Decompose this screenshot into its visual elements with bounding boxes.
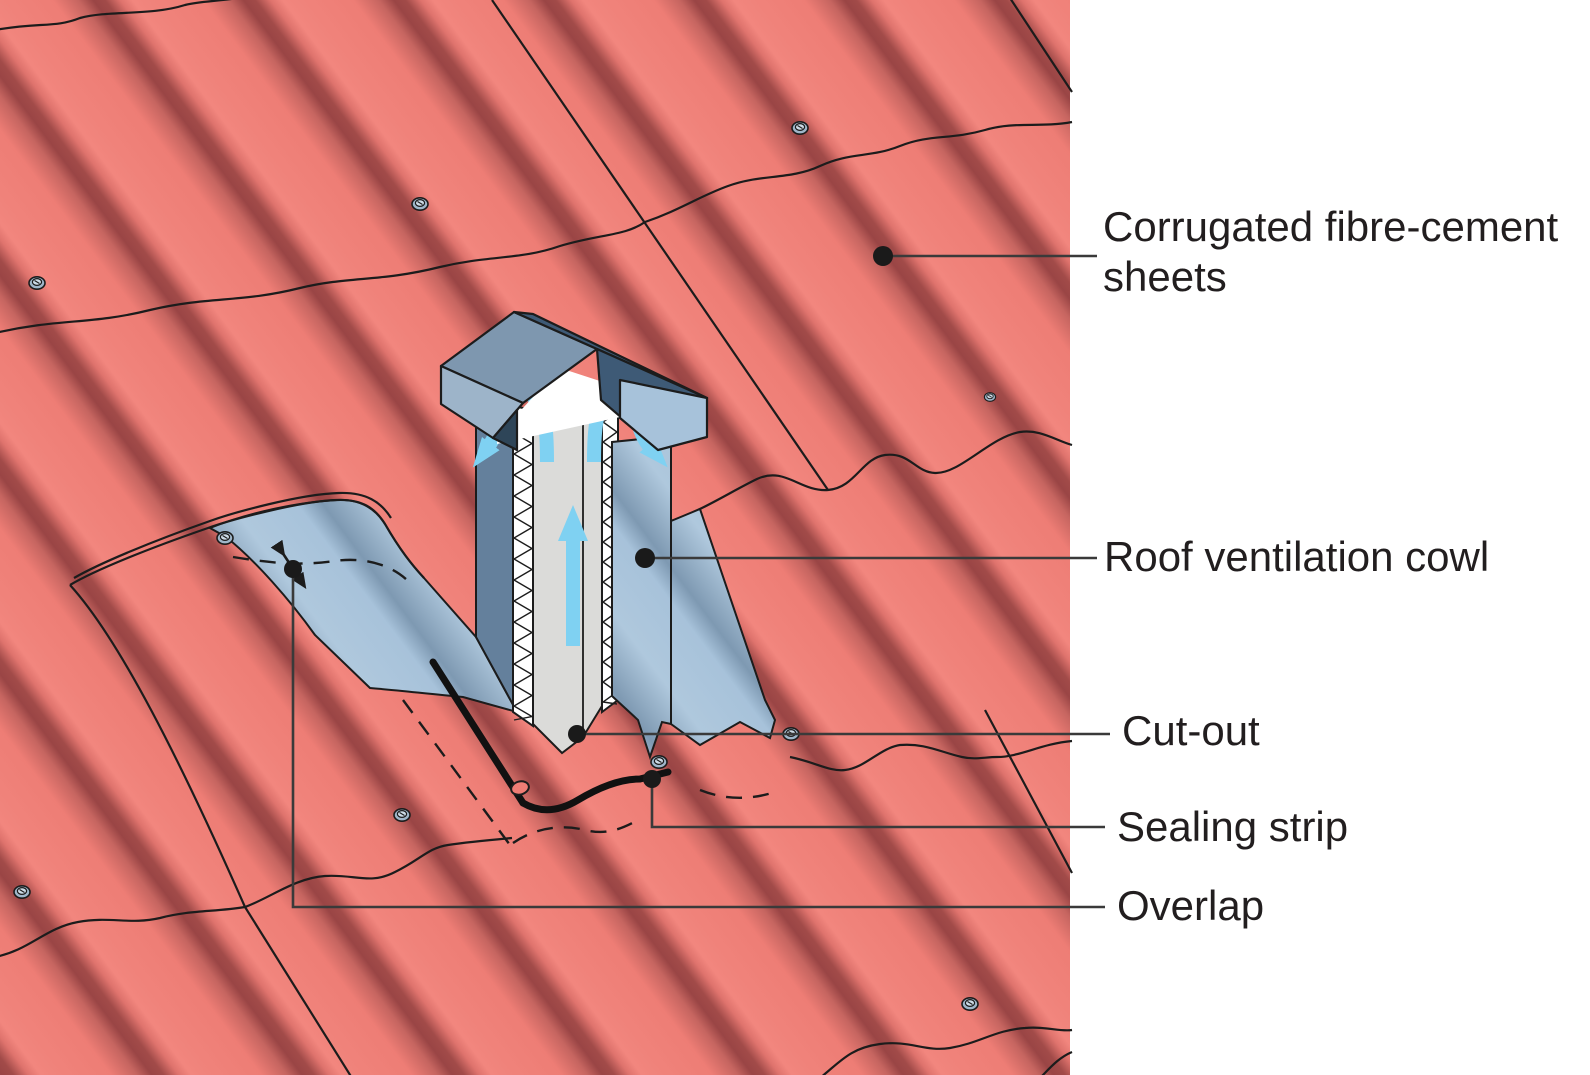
leader-dot <box>568 725 586 743</box>
label-corrugated-sheets: Corrugated fibre-cement sheets <box>1103 203 1559 300</box>
leader-line-sealing-strip <box>650 779 1105 829</box>
screw-icon <box>961 996 979 1012</box>
sheet-seam-line <box>69 584 247 908</box>
label-roof-ventilation-cowl: Roof ventilation cowl <box>1104 533 1490 580</box>
sheet-course-edge-line <box>1041 1050 1073 1075</box>
sheet-course-edge-line <box>0 0 232 31</box>
sheet-seam-line <box>244 906 352 1075</box>
cowl-hood <box>439 310 709 452</box>
mesh-grille-left-zigzag <box>512 411 534 721</box>
sheet-seam-line <box>1009 0 1073 93</box>
sealing-strip-line <box>429 658 672 814</box>
mesh-grille-left <box>512 404 534 728</box>
leader-dots <box>284 246 893 788</box>
label-cut-out: Cut-out <box>1122 707 1260 754</box>
sheet-course-edge-line <box>667 430 1073 524</box>
screw-icon <box>28 275 46 291</box>
label-overlap: Overlap <box>1117 882 1265 929</box>
hood-under-shadow <box>491 408 519 452</box>
airflow-up-arrow-head <box>558 505 588 541</box>
leader-dot <box>284 560 302 578</box>
lifted-sheet-hem <box>69 491 425 586</box>
sheet-course-edge-line <box>821 1026 1073 1075</box>
sheet-course-edge-line <box>0 221 646 334</box>
sheet-course-edge-line <box>0 836 513 957</box>
label-sealing-strip: Sealing strip <box>1117 803 1349 850</box>
sheet-seam-line <box>984 709 1073 874</box>
cowl-wing-right <box>611 434 672 761</box>
sheet-course-edge-line <box>789 739 1073 772</box>
screw-icon <box>411 197 429 211</box>
sheet-edge-lines <box>0 0 1073 1075</box>
screw-icon <box>983 392 997 402</box>
screw-icon <box>216 530 234 546</box>
hidden-edge-dashed-lines <box>232 555 776 846</box>
leader-dot <box>635 548 655 568</box>
screw-icon <box>393 807 411 823</box>
screw-icon <box>650 754 668 770</box>
hood-right-eave <box>618 378 709 452</box>
leader-line-overlap <box>291 569 1105 909</box>
sheet-seam-line <box>491 0 829 491</box>
screw-icon <box>13 884 31 900</box>
sheet-course-edge-line <box>644 120 1073 224</box>
screw-icon <box>791 121 809 135</box>
airflow-up-arrow <box>566 539 580 646</box>
flashing-base-plate-lower <box>670 507 777 747</box>
sealing-strip-hole <box>510 780 530 796</box>
leader-lines <box>291 254 1110 909</box>
leader-dot <box>643 770 661 788</box>
leader-dot <box>873 246 893 266</box>
